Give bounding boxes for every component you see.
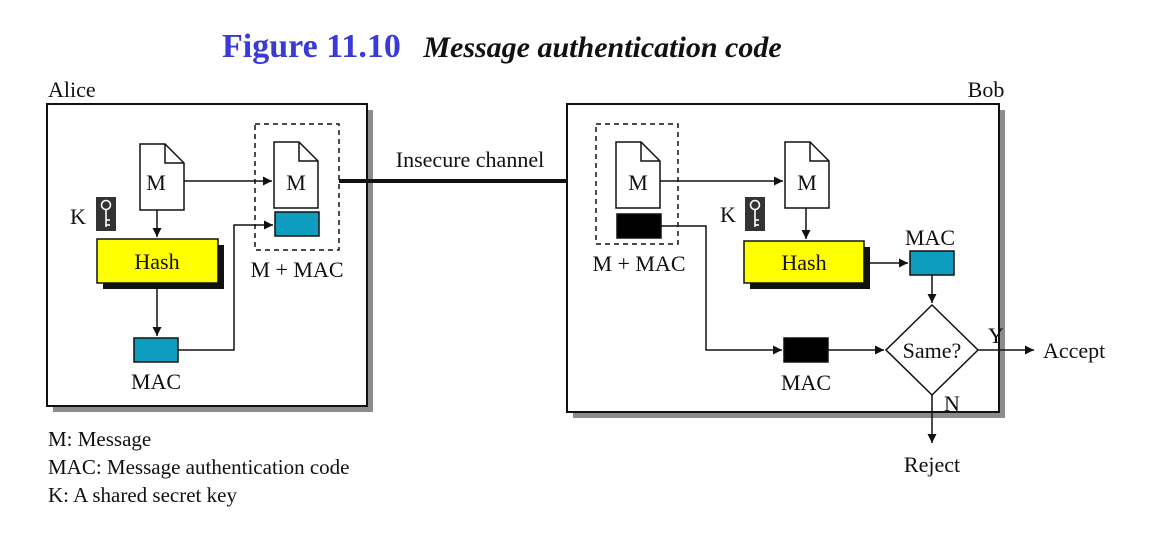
alice-hash-label: Hash — [134, 249, 179, 274]
alice-arrows — [152, 176, 273, 351]
bob-received-mac-copy-block — [783, 337, 829, 363]
alice-mac-block — [133, 337, 179, 363]
no-label: N — [944, 391, 960, 416]
alice-outgoing-message-label: M — [286, 170, 306, 195]
alice-label: Alice — [48, 77, 96, 102]
legend-item-mac: MAC: Message authentication code — [48, 455, 350, 479]
bob-computed-mac-label: MAC — [905, 225, 955, 250]
alice-hash-box: Hash — [96, 238, 224, 289]
arrow-received-mac-to-copy — [661, 225, 782, 355]
bob-received-message-doc: M — [615, 141, 661, 209]
bob-m-plus-mac-box — [595, 123, 679, 245]
compare-diamond: Same? — [884, 303, 980, 397]
alice-m-plus-mac-label: M + MAC — [250, 257, 343, 282]
arrow-mac-to-bundle — [178, 220, 273, 351]
alice-key-icon — [96, 197, 116, 231]
alice-outgoing-message-doc: M — [273, 141, 319, 209]
bob-hash-box: Hash — [743, 240, 870, 289]
bob-arrows — [660, 176, 1034, 443]
figure-title: Figure 11.10 Message authentication code — [222, 28, 782, 66]
alice-m-plus-mac-box — [254, 123, 340, 251]
alice-message-label: M — [146, 170, 166, 195]
accept-label: Accept — [1043, 338, 1105, 363]
bob-message-label: M — [797, 170, 817, 195]
alice-key-label: K — [70, 204, 86, 229]
bob-received-mac-label: MAC — [781, 370, 831, 395]
bob-label: Bob — [968, 77, 1005, 102]
bob-key-icon — [745, 197, 765, 231]
bob-hash-label: Hash — [781, 250, 826, 275]
legend-item-key: K: A shared secret key — [48, 483, 237, 507]
insecure-channel-label: Insecure channel — [396, 147, 544, 172]
figure-caption: Message authentication code — [423, 31, 782, 64]
alice-mac-label: MAC — [131, 369, 181, 394]
figure-number: Figure 11.10 — [222, 28, 401, 65]
bob-message-doc: M — [784, 141, 830, 209]
yes-label: Y — [988, 323, 1004, 348]
bob-received-message-label: M — [628, 170, 648, 195]
alice-message-doc: M — [139, 143, 185, 211]
compare-label: Same? — [903, 338, 962, 363]
legend-item-message: M: Message — [48, 427, 151, 451]
legend: M: Message MAC: Message authentication c… — [48, 427, 350, 507]
bob-m-plus-mac-label: M + MAC — [592, 251, 685, 276]
bob-computed-mac-block — [909, 250, 955, 276]
bob-received-mac-block — [616, 213, 662, 239]
reject-label: Reject — [904, 452, 960, 477]
bob-key-label: K — [720, 202, 736, 227]
alice-outgoing-mac-block — [274, 211, 320, 237]
